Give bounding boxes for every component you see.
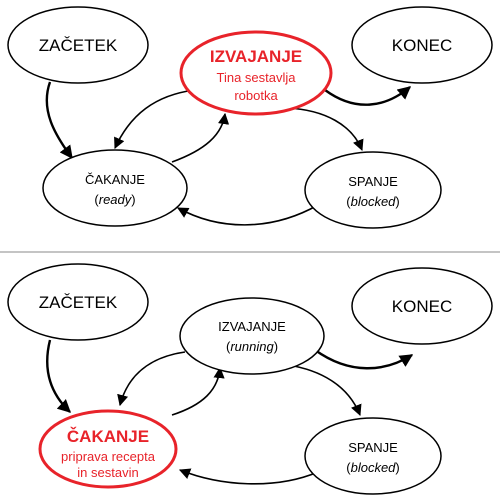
edge-running-to-end (314, 349, 414, 370)
edge-running-to-sleeping (287, 364, 362, 417)
node-end-label: KONEC (392, 36, 452, 55)
node-start-label: ZAČETEK (39, 293, 118, 312)
edge-running-to-end (324, 86, 412, 106)
node-sleeping-label: SPANJE (348, 440, 398, 455)
node-sleeping: SPANJE (blocked) (304, 417, 442, 495)
node-waiting-desc-1: priprava recepta (61, 449, 156, 464)
node-waiting-label: ČAKANJE (67, 427, 149, 446)
edge-waiting-to-running (171, 366, 225, 416)
node-sleeping: SPANJE (blocked) (304, 151, 442, 229)
diagram-top: ZAČETEK IZVAJANJE Tina sestavlja robotka… (7, 6, 493, 229)
edge-waiting-to-running (171, 112, 230, 163)
node-running: IZVAJANJE (running) (179, 297, 325, 375)
node-running-desc-1: Tina sestavlja (217, 70, 297, 85)
node-running-desc-2: robotka (234, 88, 278, 103)
edge-start-to-waiting (45, 81, 73, 160)
edge-running-to-sleeping (287, 107, 364, 152)
edge-start-to-waiting (46, 339, 71, 413)
node-running-desc: (running) (226, 339, 278, 354)
node-end: KONEC (351, 6, 493, 84)
node-waiting-label: ČAKANJE (85, 172, 145, 187)
node-start: ZAČETEK (7, 6, 149, 84)
node-end-label: KONEC (392, 297, 452, 316)
edge-sleeping-to-waiting (177, 204, 319, 226)
node-sleeping-label: SPANJE (348, 174, 398, 189)
node-waiting-desc: (ready) (94, 192, 135, 207)
node-waiting: ČAKANJE (ready) (42, 149, 188, 227)
node-start: ZAČETEK (7, 263, 149, 341)
node-start-label: ZAČETEK (39, 36, 118, 55)
edge-running-to-waiting (117, 351, 186, 407)
node-sleeping-desc: (blocked) (346, 460, 400, 475)
node-end: KONEC (351, 267, 493, 345)
node-waiting: ČAKANJE priprava recepta in sestavin (38, 409, 178, 489)
node-running-label: IZVAJANJE (210, 47, 302, 66)
edge-running-to-waiting (114, 89, 196, 150)
node-sleeping-desc: (blocked) (346, 194, 400, 209)
diagram-bottom: ZAČETEK IZVAJANJE (running) KONEC ČAKANJ… (7, 263, 493, 495)
edge-sleeping-to-waiting (178, 468, 319, 485)
node-running-label: IZVAJANJE (218, 319, 286, 334)
node-waiting-desc-2: in sestavin (77, 465, 138, 480)
node-running: IZVAJANJE Tina sestavlja robotka (179, 30, 333, 116)
